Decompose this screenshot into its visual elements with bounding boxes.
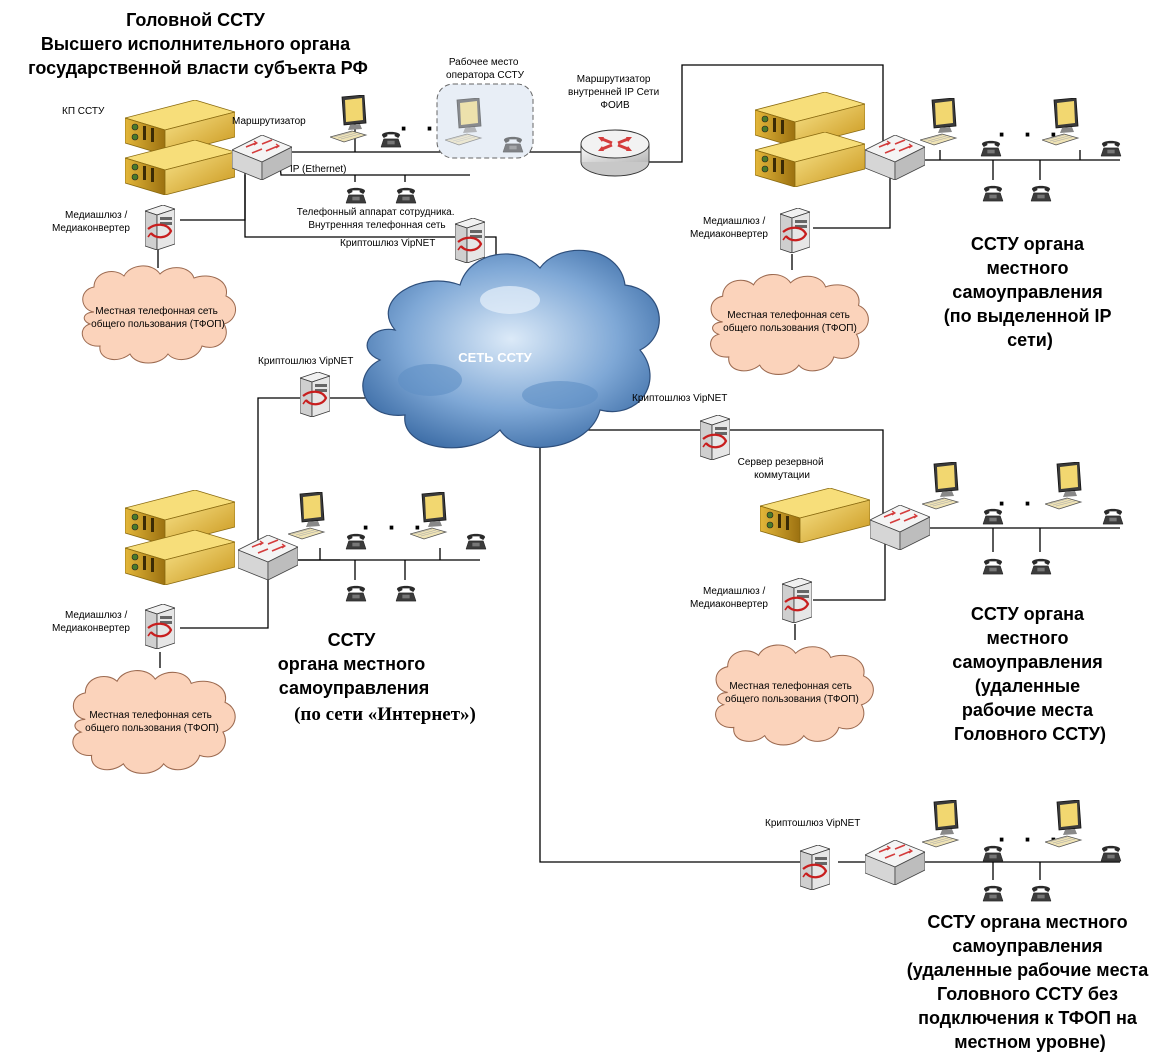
switch-icon bbox=[870, 505, 930, 550]
site-internet: Криптошлюз VipNET · · · Медиашлюз / Меди… bbox=[52, 356, 487, 774]
head-title: Головной ССТУ Высшего исполнительного ор… bbox=[28, 10, 368, 78]
workstation-icon bbox=[920, 98, 957, 146]
workstation-icon bbox=[922, 800, 959, 848]
crypto-label: Криптошлюз VipNET bbox=[632, 393, 727, 404]
phone-icon bbox=[380, 131, 402, 148]
mediagateway-icon bbox=[145, 604, 175, 649]
pstn-label: Местная телефонная сеть общего пользован… bbox=[85, 709, 219, 734]
crypto-gateway-icon bbox=[800, 845, 830, 890]
crypto-label: Криптошлюз VipNET bbox=[765, 818, 860, 829]
more-dots: · · · bbox=[362, 512, 427, 542]
crypto-gateway-icon bbox=[455, 218, 485, 263]
switch-icon bbox=[865, 840, 925, 885]
operator-label: Рабочее место оператора ССТУ bbox=[446, 56, 525, 81]
kp-label: КП ССТУ bbox=[62, 106, 105, 117]
ip-label: IP (Ethernet) bbox=[290, 164, 347, 175]
pstn-label: Местная телефонная сеть общего пользован… bbox=[91, 305, 225, 330]
site-remote-nopstn: Криптошлюз VipNET · · · ССТУ органа мест… bbox=[765, 800, 1153, 1052]
phone-icon bbox=[345, 585, 367, 602]
pstn-label: Местная телефонная сеть общего пользован… bbox=[723, 309, 857, 334]
phone-icon bbox=[395, 585, 417, 602]
mediagw-label: Медиашлюз / Медиаконвертер bbox=[52, 610, 130, 634]
workstation-icon bbox=[288, 492, 325, 540]
phone-icon bbox=[1030, 185, 1052, 202]
router-icon bbox=[580, 128, 650, 178]
phone-icon bbox=[1100, 845, 1122, 862]
foiv-router-label: Маршрутизатор внутренней IP Сети ФОИВ bbox=[568, 74, 662, 111]
crypto-label: Криптошлюз VipNET bbox=[258, 356, 353, 367]
site-ip: · · · Медиашлюз / Медиаконвертер Местная… bbox=[690, 92, 1122, 376]
switch-icon bbox=[238, 535, 298, 580]
site-internet-subtitle: (по сети «Интернет») bbox=[294, 704, 476, 725]
site-internet-title: ССТУ органа местного самоуправления bbox=[278, 630, 430, 698]
mediagw-label: Медиашлюз / Медиаконвертер bbox=[690, 586, 768, 610]
phone-icon bbox=[1102, 508, 1124, 525]
phone-icon bbox=[1030, 885, 1052, 902]
more-dots: · · · bbox=[998, 824, 1063, 854]
phone-icon bbox=[395, 187, 417, 204]
mediagateway-icon bbox=[780, 208, 810, 253]
pstn-cloud bbox=[72, 670, 236, 774]
pstn-label: Местная телефонная сеть общего пользован… bbox=[725, 680, 859, 705]
mediagw-label: Медиашлюз / Медиаконвертер bbox=[52, 210, 130, 234]
connection-lines bbox=[157, 64, 1120, 880]
crypto-gateway-icon bbox=[300, 372, 330, 417]
network-cloud: СЕТЬ ССТУ bbox=[362, 249, 660, 449]
crypto-label: Криптошлюз VipNET bbox=[340, 238, 435, 249]
cloud-label: СЕТЬ ССТУ bbox=[458, 350, 532, 365]
switch-icon bbox=[232, 135, 292, 180]
mediagw-label: Медиашлюз / Медиаконвертер bbox=[690, 216, 768, 240]
backup-server-icon bbox=[760, 488, 870, 543]
crypto-gateway-icon bbox=[700, 415, 730, 460]
phone-icon bbox=[345, 187, 367, 204]
site-ip-title: ССТУ органа местного самоуправления (по … bbox=[944, 234, 1116, 350]
phone-icon bbox=[1100, 140, 1122, 157]
site-remote-nopstn-title: ССТУ органа местного самоуправления (уда… bbox=[907, 912, 1153, 1052]
mediagateway-icon bbox=[782, 578, 812, 623]
workstation-icon bbox=[922, 462, 959, 510]
phone-icon bbox=[982, 885, 1004, 902]
mediagateway-icon bbox=[145, 205, 175, 250]
phone-icon bbox=[1030, 558, 1052, 575]
switch-icon bbox=[865, 135, 925, 180]
phone-icon bbox=[982, 185, 1004, 202]
phone-icon bbox=[502, 136, 524, 153]
site-remote-title: ССТУ органа местного самоуправления (уда… bbox=[952, 604, 1107, 744]
phone-icon bbox=[465, 533, 487, 550]
phone-icon bbox=[982, 558, 1004, 575]
head-site: Головной ССТУ Высшего исполнительного ор… bbox=[28, 10, 662, 364]
backup-server-label: Сервер резервной коммутации bbox=[738, 457, 827, 481]
site-remote: Криптошлюз VipNET Сервер резервной комму… bbox=[632, 393, 1124, 746]
router-label: Маршрутизатор bbox=[232, 116, 306, 127]
phone-label: Телефонный аппарат сотрудника. Внутрення… bbox=[297, 206, 458, 231]
more-dots: · · · bbox=[998, 119, 1063, 149]
workstation-icon bbox=[330, 95, 367, 143]
